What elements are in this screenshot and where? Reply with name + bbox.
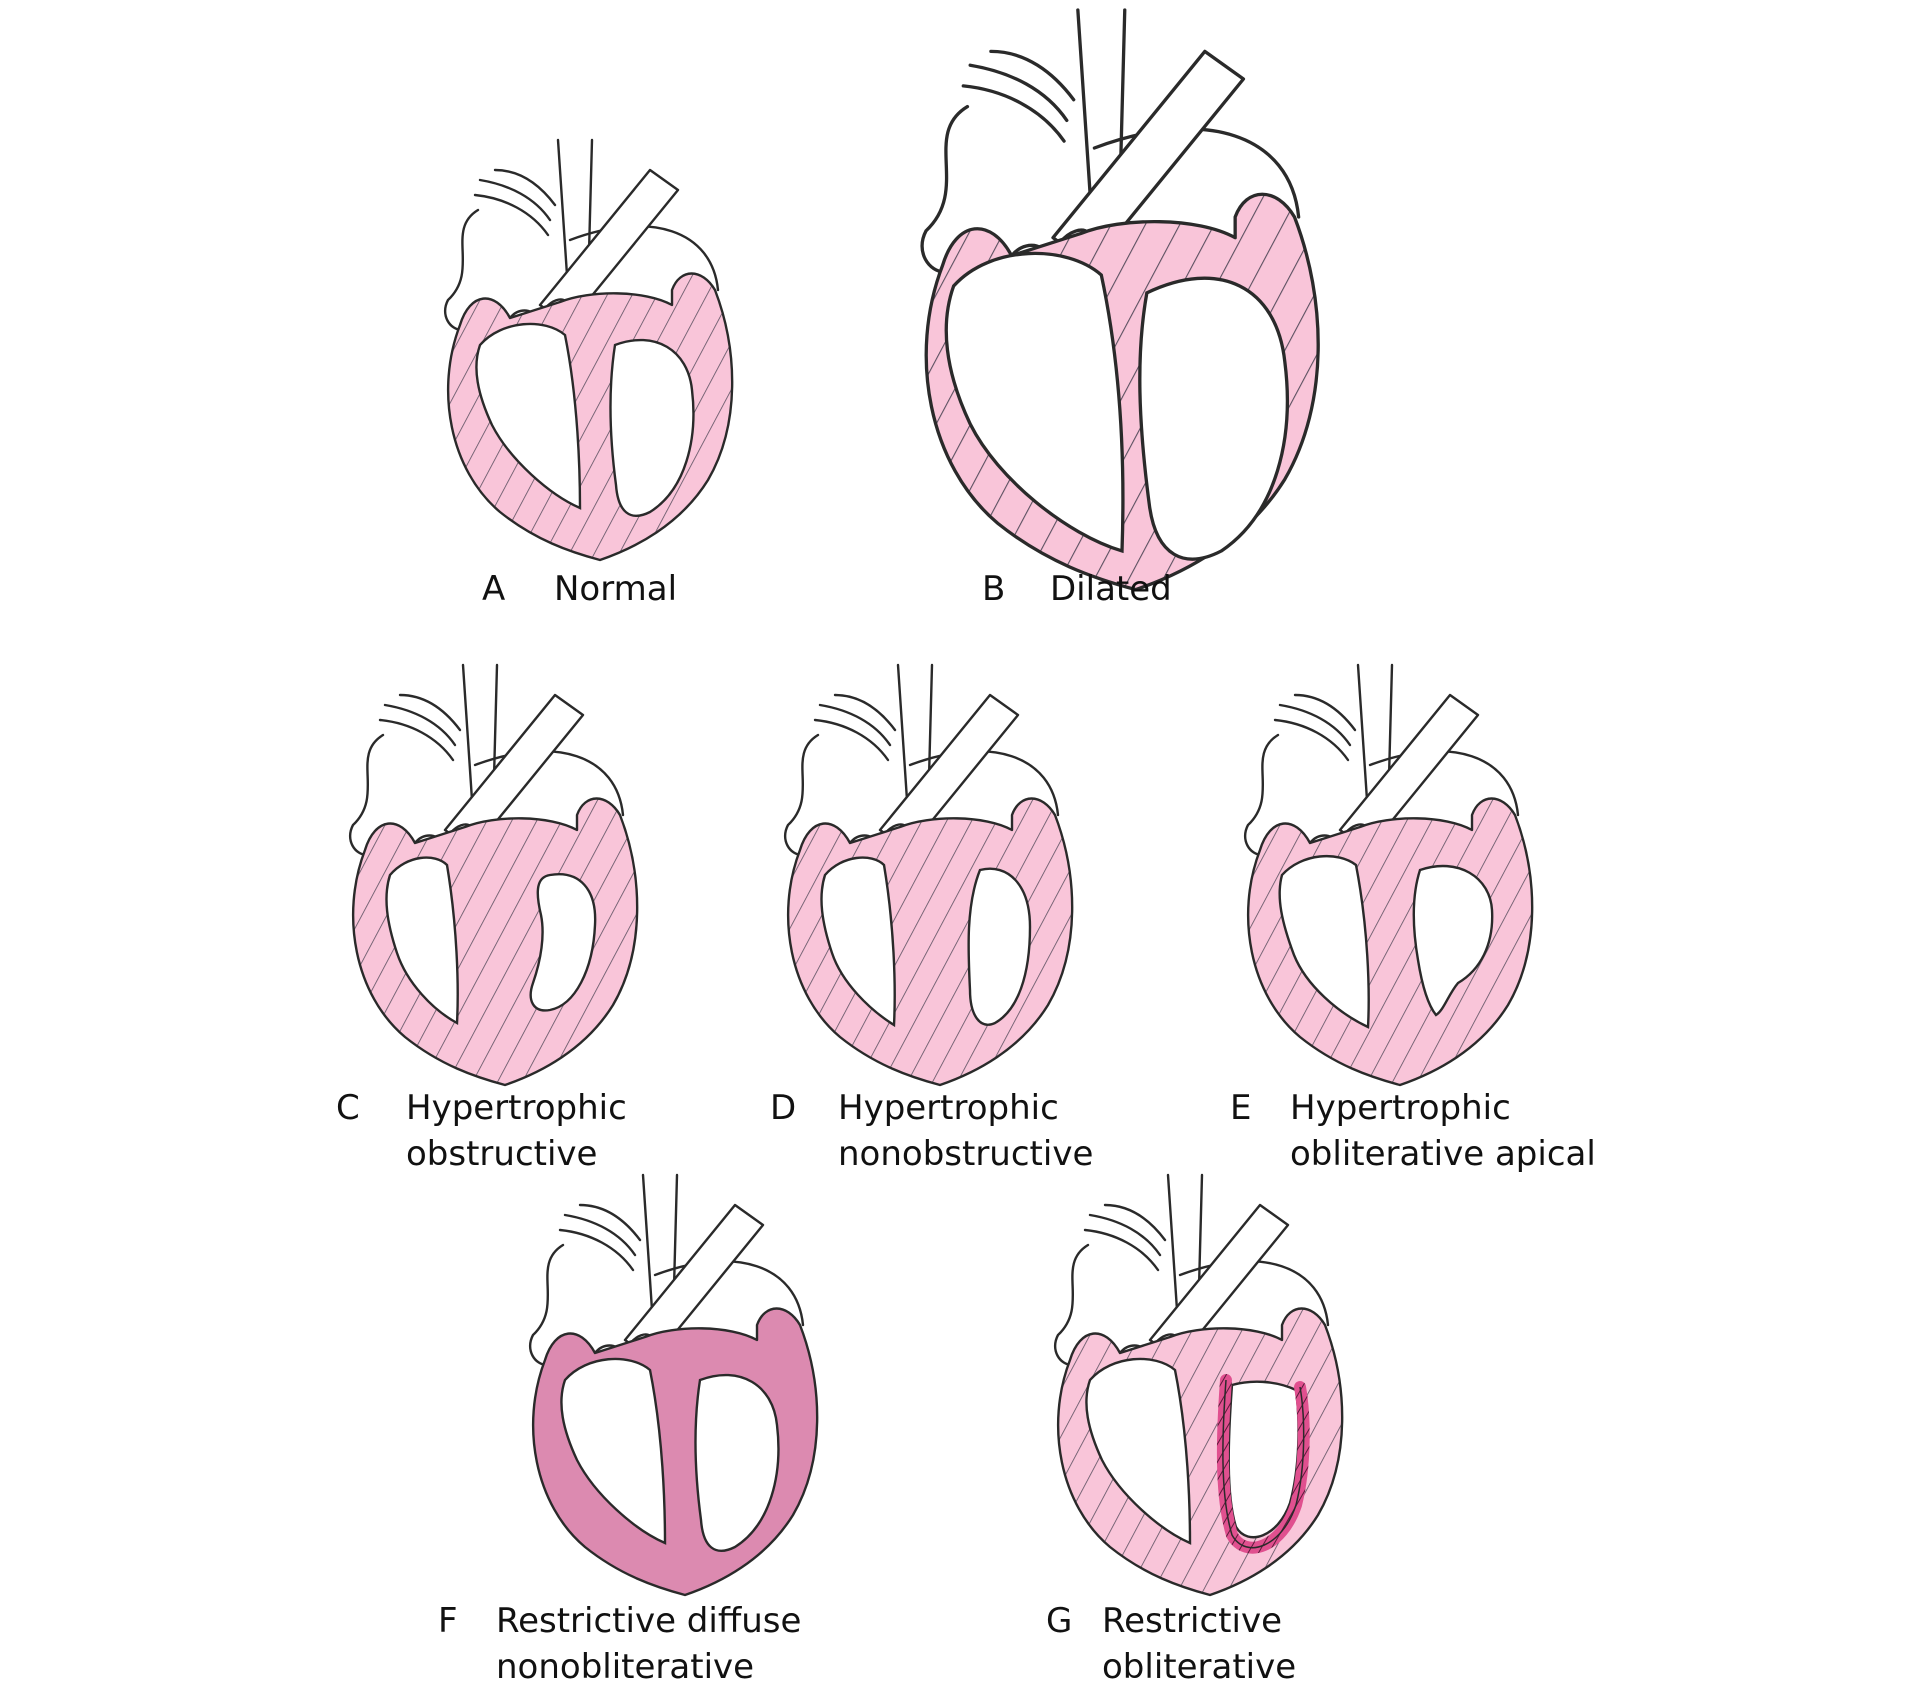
vein-branch (813, 718, 890, 762)
left-ventricle-cavity (1412, 864, 1494, 1017)
panel-b-letter: B (982, 569, 1006, 609)
panel-d-letter: D (770, 1088, 797, 1128)
panel-a-letter: A (482, 569, 506, 609)
vein-branch (1083, 1228, 1160, 1272)
vein-branch (833, 693, 897, 732)
right-ventricle-cavity (385, 856, 459, 1025)
vein-branch (968, 63, 1069, 123)
vein-branch (1293, 693, 1357, 732)
heart-e (1243, 663, 1534, 1087)
panel-e-letter: E (1230, 1088, 1252, 1128)
vein-branch (818, 703, 892, 747)
panel-f-label-line1: Restrictive diffuse (496, 1601, 802, 1641)
vein-branch (478, 178, 552, 222)
left-ventricle-cavity (609, 338, 695, 517)
panel-a-label: Normal (554, 569, 678, 609)
left-ventricle-cavity (967, 867, 1032, 1026)
panel-g-label-line1: Restrictive (1102, 1601, 1282, 1641)
panel-f-label-line2: nonobliterative (496, 1647, 755, 1687)
panel-f-letter: F (438, 1601, 458, 1641)
panel-d-label-line1: Hypertrophic (838, 1088, 1059, 1128)
heart-a (443, 138, 734, 562)
left-atrium-outline (908, 750, 1060, 817)
right-atrium-outline (443, 208, 480, 332)
vein-branch (473, 193, 550, 237)
right-ventricle-cavity (820, 856, 896, 1028)
panel-g-label-line2: obliterative (1102, 1647, 1297, 1687)
vein-branch (989, 49, 1076, 102)
right-atrium-outline (1053, 1243, 1090, 1367)
left-atrium-outline (653, 1260, 805, 1327)
left-ventricle-cavity (1138, 276, 1289, 561)
panel-e-label-line1: Hypertrophic (1290, 1088, 1511, 1128)
vein-branch (578, 1203, 642, 1242)
right-atrium-outline (1243, 733, 1280, 857)
vein-branch (1103, 1203, 1167, 1242)
heart-g (1053, 1173, 1344, 1597)
heart-b (920, 8, 1320, 592)
vein-branch (398, 693, 462, 732)
vein-branch (493, 168, 557, 207)
panel-g-letter: G (1046, 1601, 1073, 1641)
panel-c-label-line1: Hypertrophic (406, 1088, 627, 1128)
panel-b-label: Dilated (1050, 569, 1172, 609)
fibrosis-outline (1222, 1379, 1305, 1549)
right-atrium-outline (920, 104, 970, 274)
panel-e-label-line2: obliterative apical (1290, 1134, 1596, 1174)
left-ventricle-cavity (694, 1373, 780, 1552)
left-ventricle-cavity (529, 873, 597, 1012)
heart-d (783, 663, 1074, 1087)
heart-f (528, 1173, 819, 1597)
left-atrium-outline (473, 750, 625, 817)
heart-c (348, 663, 639, 1087)
left-atrium-outline (568, 225, 720, 292)
right-atrium-outline (783, 733, 820, 857)
vein-branch (378, 718, 455, 762)
left-atrium-outline (1368, 750, 1520, 817)
vein-branch (1278, 703, 1352, 747)
panel-c-label-line2: obstructive (406, 1134, 598, 1174)
vein-branch (563, 1213, 637, 1257)
right-atrium-outline (528, 1243, 565, 1367)
right-ventricle-cavity (475, 322, 582, 510)
left-atrium-outline (1178, 1260, 1330, 1327)
vein-branch (383, 703, 457, 747)
right-ventricle-cavity (560, 1357, 667, 1545)
right-ventricle-cavity (1278, 854, 1370, 1029)
panel-c-letter: C (336, 1088, 360, 1128)
vein-branch (1088, 1213, 1162, 1257)
right-ventricle-cavity (1085, 1357, 1192, 1545)
right-ventricle-cavity (944, 251, 1125, 554)
vein-branch (1273, 718, 1350, 762)
vein-branch (961, 84, 1066, 143)
panel-d-label-line2: nonobstructive (838, 1134, 1094, 1174)
right-atrium-outline (348, 733, 385, 857)
vein-branch (558, 1228, 635, 1272)
